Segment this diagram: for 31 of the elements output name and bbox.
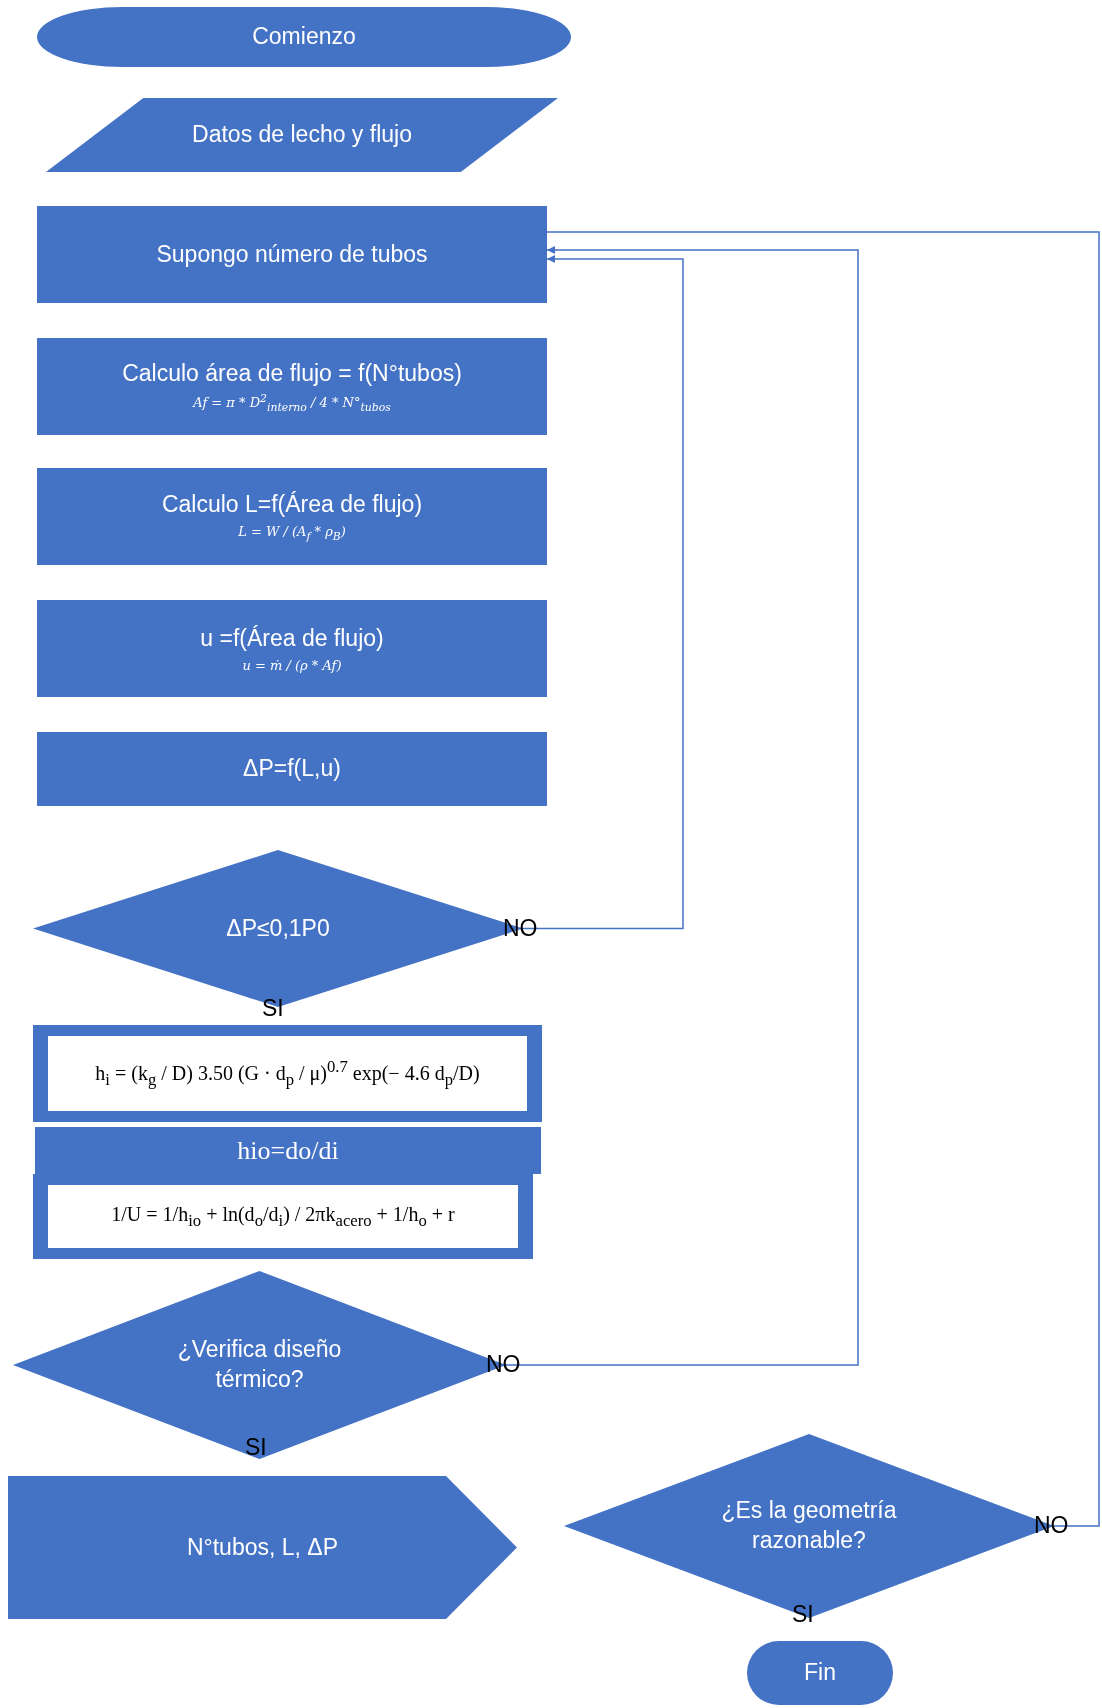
output-shape xyxy=(8,1476,517,1619)
formula: h$_{i}$ = (k$_{g}$ / D) 3.50 (G · d$_{p}$ / μ)$^{0.7}$ exp(− 4.6 d$_{p}$/D) xyxy=(95,1057,480,1090)
formula: u = ṁ / (ρ * Af) xyxy=(242,657,342,673)
input-parallelogram xyxy=(46,98,558,172)
node-text: Calculo L=f(Área de flujo) xyxy=(161,490,423,520)
node-text: Fin xyxy=(804,1658,836,1688)
node-text: N°tubos, L, ΔP xyxy=(186,1532,339,1562)
process-box xyxy=(37,468,547,565)
node-text: ΔP=f(L,u) xyxy=(243,754,341,784)
node-text: u =f(Área de flujo) xyxy=(200,624,384,654)
formula: Af = π * D$^{2}$$_{interno}$ / 4 * N°$_{tubos}$ xyxy=(193,392,391,415)
process-box xyxy=(37,206,547,303)
node-text: Datos de lecho y flujo xyxy=(192,120,412,150)
formula: L = W / (A$_{f}$ * ρ$_{B}$) xyxy=(238,524,346,543)
process-box xyxy=(37,732,547,806)
branch-label: SI xyxy=(245,1434,267,1461)
connector-arrow xyxy=(505,246,859,1366)
connector-arrow xyxy=(522,255,684,930)
formula-box xyxy=(33,1025,542,1122)
process-box xyxy=(37,338,547,435)
node-text: ¿Verifica diseño térmico? xyxy=(176,1335,343,1394)
node-text: Calculo área de flujo = f(N°tubos) xyxy=(122,358,462,388)
formula: 1/U = 1/h$_{io}$ + ln(d$_{o}$/d$_{i}$) / 2πk$_{acero}$ + 1/h$_{o}$ + r xyxy=(111,1202,455,1231)
process-box xyxy=(35,1127,541,1174)
process-box xyxy=(37,600,547,697)
node-text: ΔP≤0,1P0 xyxy=(226,913,330,943)
node-text: Supongo número de tubos xyxy=(156,239,428,269)
node-text: ¿Es la geometría razonable? xyxy=(720,1496,898,1555)
node-text: Comienzo xyxy=(252,22,356,52)
node-text: hio=do/di xyxy=(237,1134,339,1167)
formula-box xyxy=(33,1174,533,1259)
